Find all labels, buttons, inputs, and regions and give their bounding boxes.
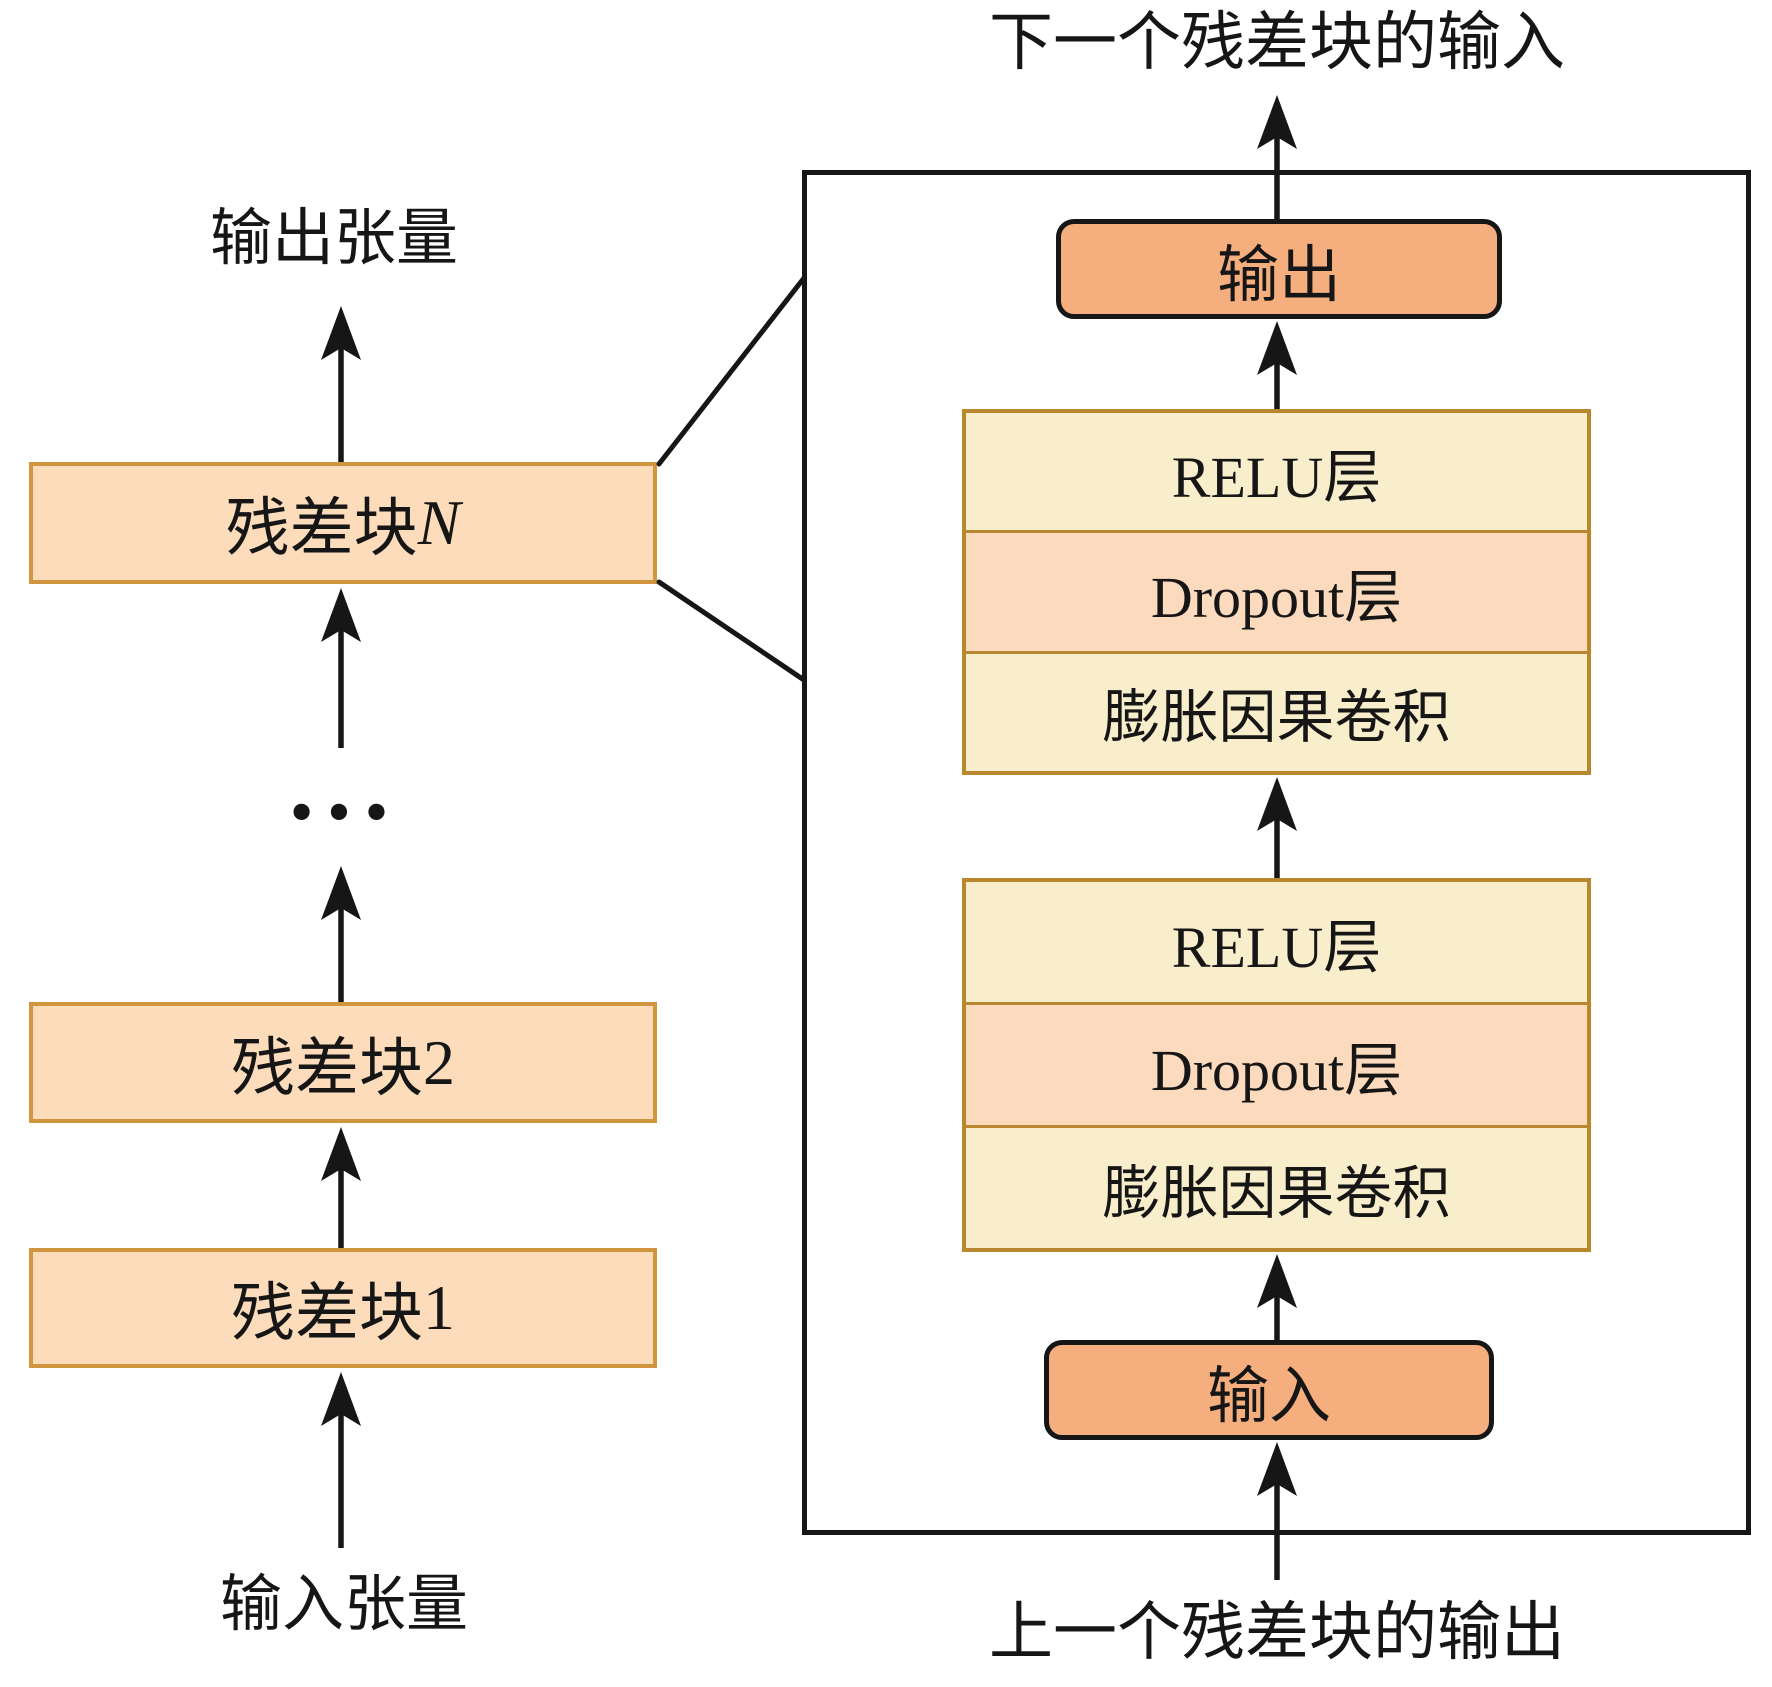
upper-relu-layer: RELU层 [966, 413, 1587, 531]
residual-block-1-label: 残差块 [231, 1278, 423, 1349]
arrow-input-tensor-to-resblock1 [321, 1372, 361, 1548]
zoom-connector-bottom-line [656, 579, 807, 683]
input-node: 输入 [1044, 1340, 1494, 1440]
lower-dilated-causal-conv-layer: 膨胀因果卷积 [966, 1125, 1587, 1248]
arrow-resblock1-to-resblock2 [321, 1127, 361, 1248]
lower-layer-stack: RELU层 Dropout层 膨胀因果卷积 [962, 878, 1591, 1252]
input-tensor-label: 输入张量 [219, 1571, 468, 1639]
lower-dropout-layer: Dropout层 [966, 1002, 1587, 1125]
residual-block-detail-frame [802, 170, 1751, 1535]
upper-dropout-layer: Dropout层 [966, 530, 1587, 651]
ellipsis-dots: ••• [286, 786, 400, 840]
arrow-resblock2-to-ellipsis [321, 866, 361, 1002]
residual-block-1-index: 1 [423, 1272, 455, 1343]
residual-block-2-label: 残差块 [231, 1032, 423, 1104]
next-block-input-label: 下一个残差块的输入 [989, 7, 1565, 78]
prev-block-output-label: 上一个残差块的输出 [989, 1597, 1565, 1668]
zoom-connector-top-line [656, 275, 807, 467]
lower-relu-layer: RELU层 [966, 882, 1587, 1002]
output-node-label: 输出 [1216, 242, 1341, 310]
input-node-label: 输入 [1206, 1363, 1331, 1431]
arrow-resblockN-to-output-tensor [321, 306, 361, 462]
upper-dilated-causal-conv-layer: 膨胀因果卷积 [966, 650, 1587, 771]
arrow-ellipsis-to-resblockN [321, 588, 361, 748]
upper-layer-stack: RELU层 Dropout层 膨胀因果卷积 [962, 409, 1591, 775]
output-node: 输出 [1056, 219, 1502, 319]
residual-block-n-label: 残差块 [225, 493, 418, 564]
residual-block-2-index: 2 [423, 1026, 455, 1098]
residual-block-n-index: N [417, 487, 461, 558]
output-tensor-label: 输出张量 [209, 205, 458, 273]
